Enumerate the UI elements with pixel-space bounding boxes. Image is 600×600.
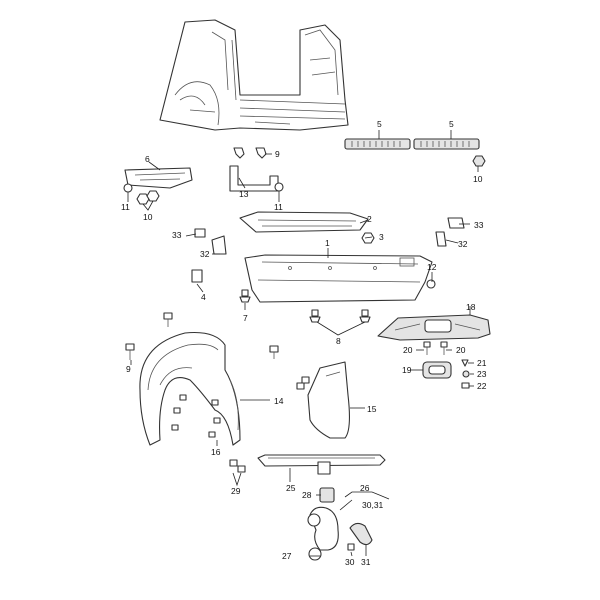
screw-9-left[interactable]	[125, 343, 135, 360]
fastener-12[interactable]	[426, 279, 436, 289]
clip-33-right[interactable]	[447, 217, 465, 229]
nut-11-left[interactable]	[123, 183, 133, 193]
tow-carrier-25[interactable]	[257, 454, 386, 475]
callout-30: 30	[345, 557, 355, 567]
screw-22[interactable]	[461, 382, 470, 389]
trim-19[interactable]	[422, 361, 452, 379]
wheel-arch-liner-14[interactable]	[139, 331, 241, 446]
callout-numbers: 1 2 3 4 5 5 6 7 8 9 9 10 10 11 11 12 13 …	[121, 119, 487, 567]
screw-7[interactable]	[239, 289, 251, 303]
bracket-32-left[interactable]	[211, 235, 227, 255]
callout-12: 12	[427, 262, 437, 272]
callout-25: 25	[286, 483, 296, 493]
vehicle-rear-body	[159, 19, 349, 131]
clip-4[interactable]	[191, 269, 203, 283]
callout-9-left: 9	[126, 364, 131, 374]
nut-10-right[interactable]	[472, 155, 486, 167]
mudflap-15[interactable]	[307, 361, 351, 439]
callout-22: 22	[477, 381, 487, 391]
callout-28: 28	[302, 490, 312, 500]
screw-20-left[interactable]	[423, 341, 431, 355]
callout-3: 3	[379, 232, 384, 242]
clip-9-top[interactable]	[233, 147, 267, 159]
callout-8: 8	[336, 336, 341, 346]
screws-mudflap[interactable]	[296, 376, 310, 390]
callout-20-right: 20	[456, 345, 466, 355]
callout-32-right: 32	[458, 239, 468, 249]
tow-ball-26[interactable]	[307, 506, 339, 551]
bracket-6[interactable]	[124, 167, 193, 189]
callout-31: 31	[361, 557, 371, 567]
nut-23[interactable]	[462, 370, 470, 378]
callout-20-left: 20	[403, 345, 413, 355]
screw-mid[interactable]	[269, 345, 279, 359]
clip-33-left[interactable]	[194, 228, 206, 238]
callout-5-right: 5	[449, 119, 454, 129]
callout-10-left: 10	[143, 212, 153, 222]
guide-strip-left[interactable]	[344, 138, 411, 150]
callout-5-left: 5	[377, 119, 382, 129]
callout-18: 18	[466, 302, 476, 312]
bracket-13[interactable]	[229, 165, 279, 192]
callout-14: 14	[274, 396, 284, 406]
nut-11-center[interactable]	[274, 182, 284, 192]
callout-11-left: 11	[121, 202, 130, 212]
callout-13: 13	[239, 189, 249, 199]
callout-2: 2	[367, 214, 372, 224]
nut-3[interactable]	[361, 232, 375, 244]
callout-26: 26	[360, 483, 370, 493]
callout-9-top: 9	[275, 149, 280, 159]
nut-10-left[interactable]	[136, 190, 160, 205]
socket-27[interactable]	[308, 547, 322, 561]
callout-10-right: 10	[473, 174, 483, 184]
bumper-cover-1[interactable]	[244, 254, 433, 303]
callout-6: 6	[145, 154, 150, 164]
callout-4: 4	[201, 292, 206, 302]
cover-31[interactable]	[349, 522, 373, 546]
callout-32-left: 32	[200, 249, 210, 259]
callout-33-right: 33	[474, 220, 484, 230]
clip-21[interactable]	[461, 359, 469, 367]
callout-7: 7	[243, 313, 248, 323]
callout-29: 29	[231, 486, 241, 496]
screw-20-right[interactable]	[440, 341, 448, 355]
callout-11-center: 11	[274, 202, 283, 212]
guide-strip-right[interactable]	[413, 138, 480, 150]
cap-28[interactable]	[319, 487, 335, 503]
bracket-32-right[interactable]	[435, 231, 447, 247]
callout-16: 16	[211, 447, 221, 457]
screws-16[interactable]	[171, 394, 221, 438]
screw-8[interactable]	[309, 309, 371, 323]
diffuser-18[interactable]	[377, 314, 491, 341]
callout-1: 1	[325, 238, 330, 248]
callout-33-left: 33	[172, 230, 182, 240]
screw-30[interactable]	[347, 543, 355, 551]
screw-top-left[interactable]	[163, 312, 173, 327]
callout-23: 23	[477, 369, 487, 379]
callout-30-31: 30,31	[362, 500, 384, 510]
screws-29[interactable]	[229, 459, 246, 473]
callout-21: 21	[477, 358, 487, 368]
callout-15: 15	[367, 404, 377, 414]
bumper-bracket-2[interactable]	[239, 211, 369, 233]
leader-lines	[127, 130, 479, 557]
callout-27: 27	[282, 551, 292, 561]
callout-19: 19	[402, 365, 412, 375]
